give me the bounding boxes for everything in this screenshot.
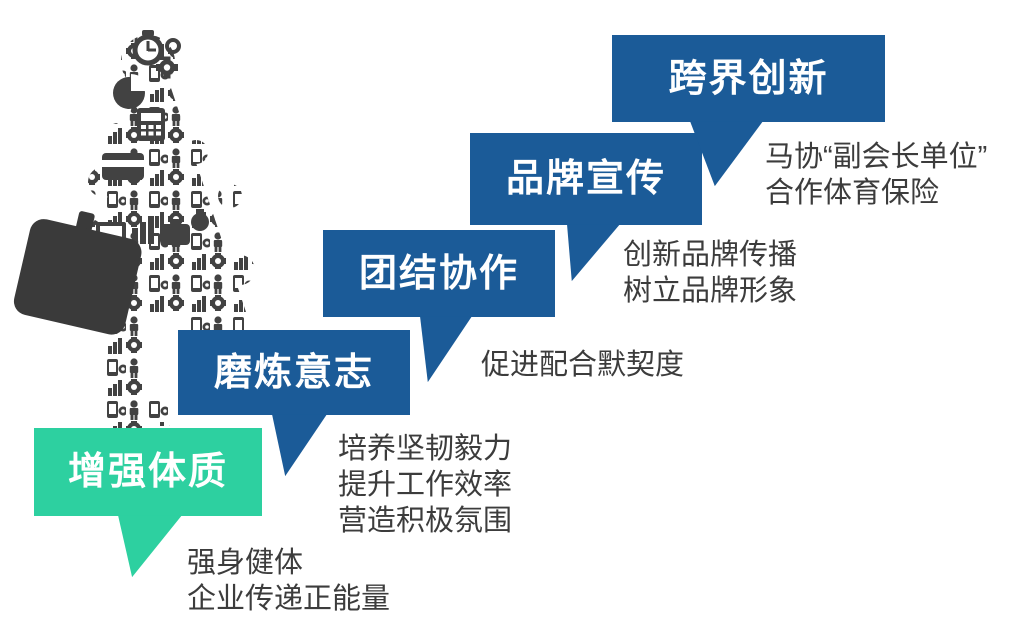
pie-chart-icon (113, 74, 148, 109)
step-banner-2: 磨炼意志 (178, 330, 410, 477)
briefcase-icon (13, 211, 142, 335)
money-bag-icon (191, 209, 209, 231)
step-banner-4: 品牌宣传 (470, 133, 702, 282)
description-line: 树立品牌形象 (623, 275, 798, 307)
speech-tail-3 (420, 316, 472, 383)
step-title-2: 磨炼意志 (213, 351, 374, 394)
description-line: 培养坚韧毅力 (338, 433, 513, 465)
description-line: 营造积极氛围 (338, 505, 513, 537)
description-line: 促进配合默契度 (481, 349, 685, 381)
businessperson-icon-mosaic-figure (13, 30, 255, 428)
credit-card-icon (102, 153, 144, 180)
step-description-5: 马协“副会长单位” 合作体育保险 (765, 139, 987, 211)
clock-icon (132, 30, 164, 66)
step-description-4: 创新品牌传播 树立品牌形象 (623, 237, 797, 309)
step-banner-1: 增强体质 (34, 428, 262, 578)
step-description-3: 促进配合默契度 (481, 347, 684, 383)
speech-tail-4 (567, 224, 620, 282)
step-title-5: 跨界创新 (668, 57, 829, 100)
description-line: 马协“副会长单位” (765, 141, 988, 173)
description-line: 企业传递正能量 (187, 583, 391, 615)
gear-icon (156, 56, 178, 79)
step-banner-3: 团结协作 (323, 230, 555, 383)
step-title-3: 团结协作 (358, 252, 519, 295)
step-banner-5: 跨界创新 (612, 35, 885, 187)
step-description-2: 培养坚韧毅力 提升工作效率 营造积极氛围 (338, 431, 512, 539)
description-line: 创新品牌传播 (623, 239, 798, 271)
small-briefcase-icon (160, 219, 190, 245)
bar-chart-icon (132, 216, 154, 244)
description-line: 提升工作效率 (338, 469, 513, 501)
description-line: 合作体育保险 (765, 177, 940, 209)
calculator-icon (137, 108, 165, 141)
step-description-1: 强身健体 企业传递正能量 (187, 545, 390, 617)
ring-icon (165, 38, 181, 54)
step-title-1: 增强体质 (67, 451, 228, 493)
step-title-4: 品牌宣传 (505, 158, 666, 200)
description-line: 强身健体 (187, 547, 304, 579)
